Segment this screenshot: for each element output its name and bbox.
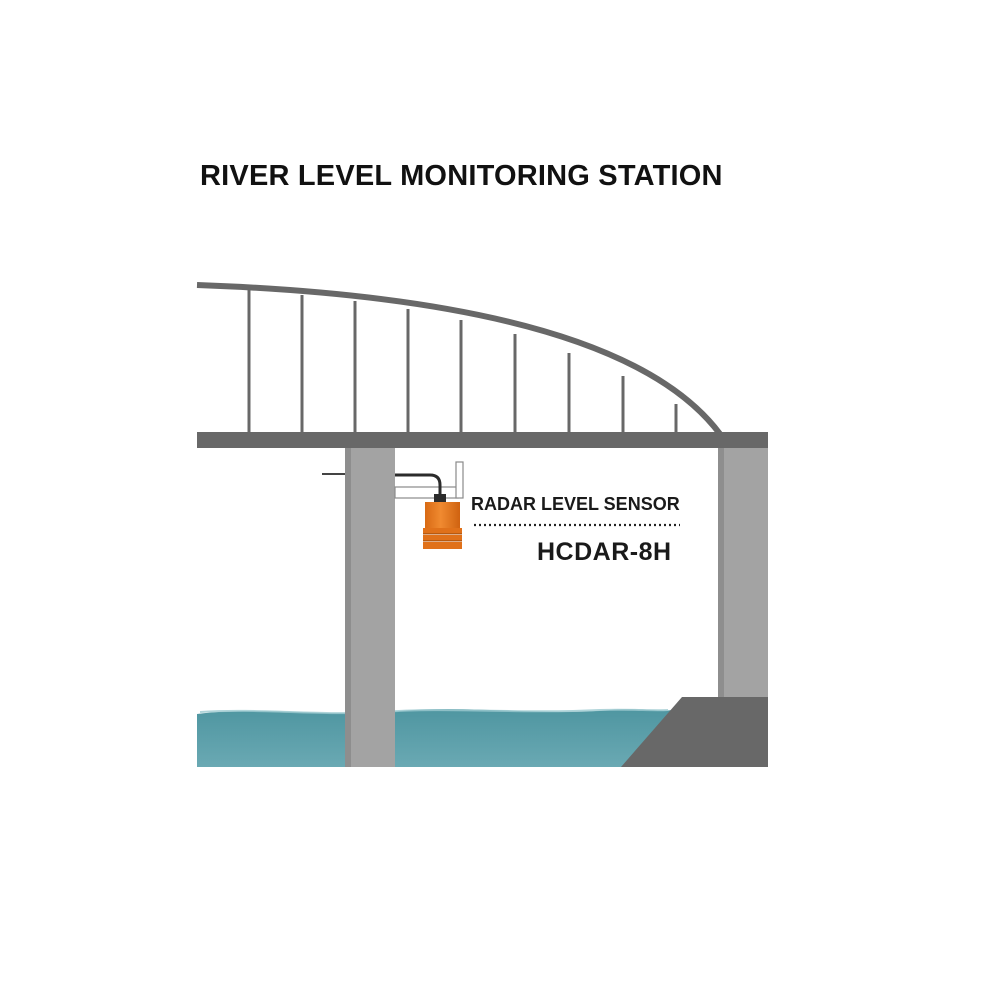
mounting-bracket bbox=[394, 461, 464, 499]
sensor-cable bbox=[395, 473, 442, 500]
bridge-deck bbox=[197, 432, 768, 448]
arch-hangers bbox=[247, 289, 678, 433]
river-bank bbox=[621, 697, 768, 767]
sensor-label: RADAR LEVEL SENSOR bbox=[471, 494, 680, 514]
bridge-arch bbox=[196, 282, 723, 436]
water-surface-highlight bbox=[199, 708, 669, 715]
river-water bbox=[197, 709, 672, 767]
radar-sensor-icon bbox=[423, 494, 462, 549]
page-title: RIVER LEVEL MONITORING STATION bbox=[200, 160, 723, 192]
bridge-pier-left-shade bbox=[345, 448, 351, 767]
bridge-pier-right bbox=[718, 448, 768, 697]
bridge-pier-right-shade bbox=[718, 448, 724, 697]
sensor-model: HCDAR-8H bbox=[537, 538, 672, 566]
bridge-pier-left bbox=[345, 448, 395, 767]
